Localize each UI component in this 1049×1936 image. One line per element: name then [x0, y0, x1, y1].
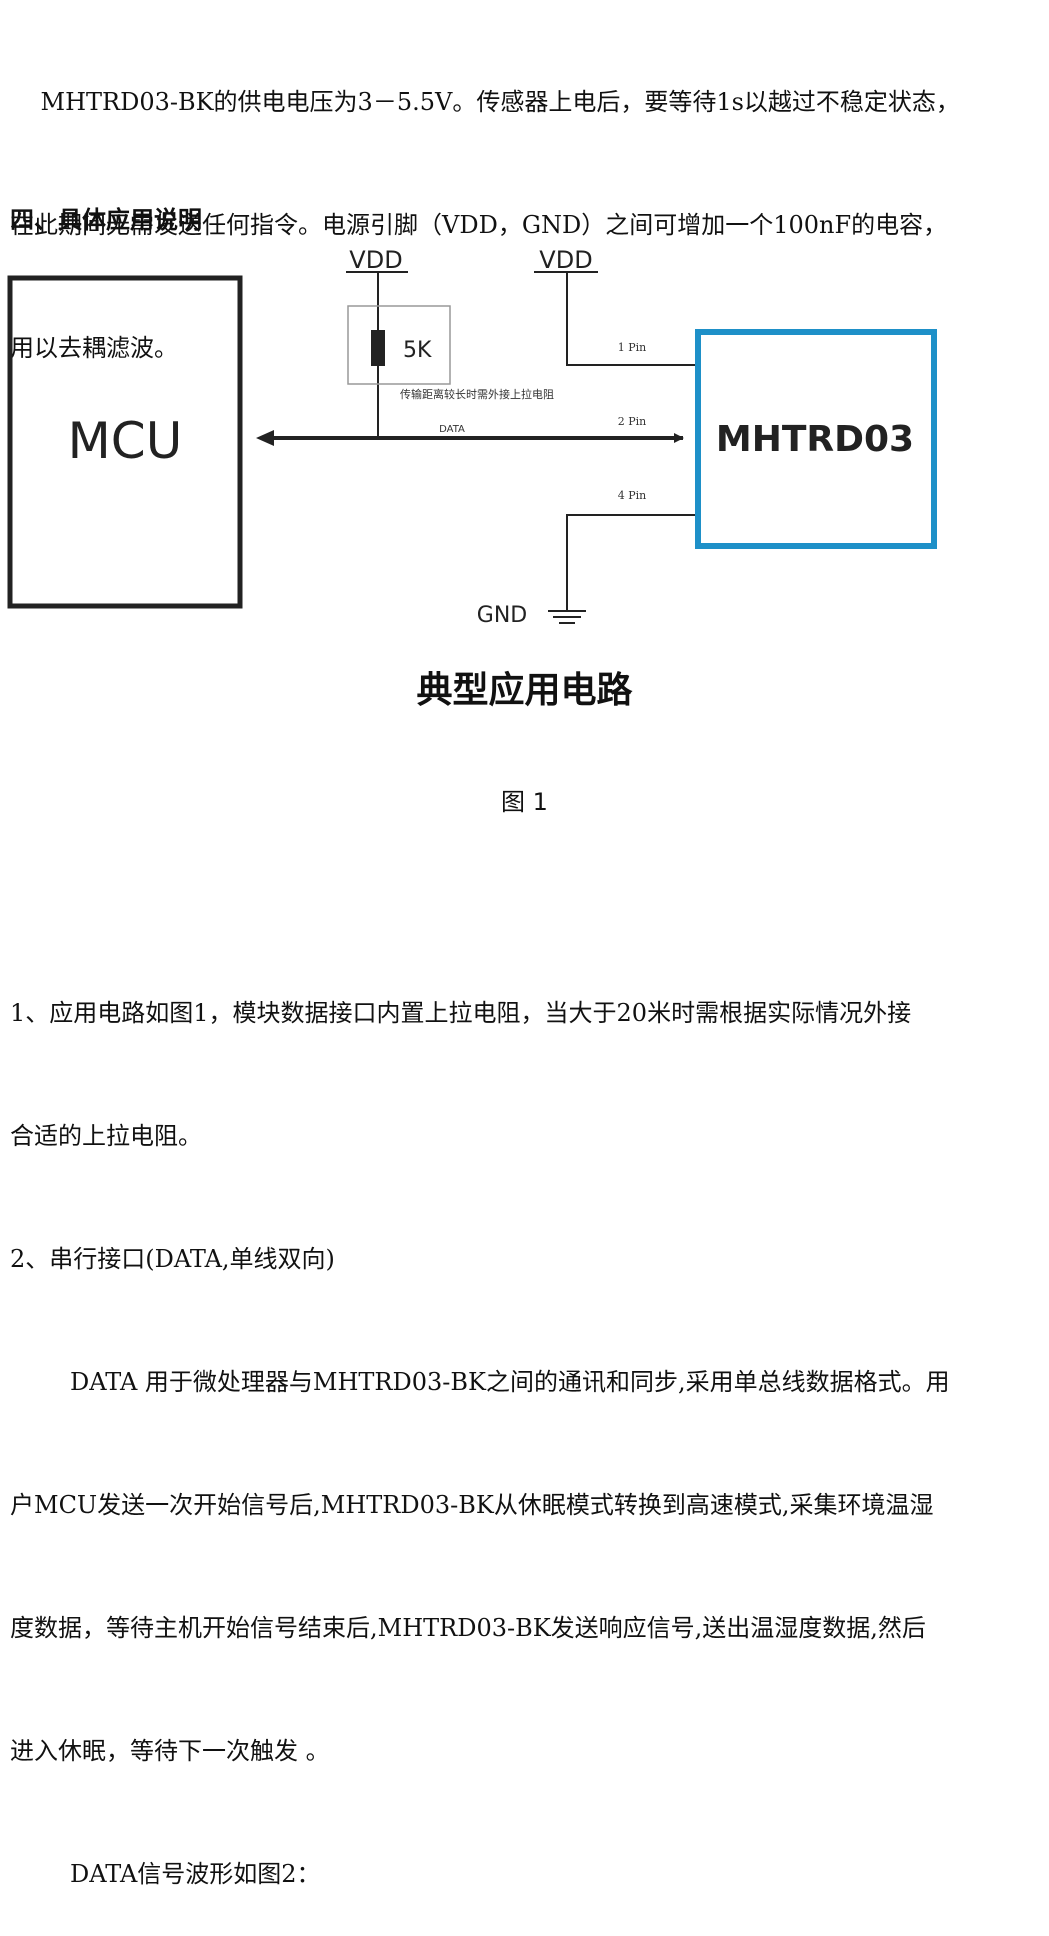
intro-line: 在此期间无需发送任何指令。电源引脚（VDD，GND）之间可增加一个100nF的电… — [10, 211, 948, 239]
data-label: DATA — [439, 424, 465, 435]
pin4-label: 4 Pin — [618, 489, 647, 502]
resistor-label: 5K — [403, 338, 432, 363]
mcu-box — [7, 275, 243, 609]
body-line-text: DATA信号波形如图2： — [70, 1860, 321, 1888]
body-line-text: DATA 用于微处理器与MHTRD03-BK之间的通讯和同步,采用单总线数据格式… — [70, 1368, 950, 1396]
body-line: 度数据，等待主机开始信号结束后,MHTRD03-BK发送响应信号,送出温湿度数据… — [10, 1614, 926, 1642]
body-line: 2、串行接口(DATA,单线双向) — [10, 1245, 335, 1273]
pin4-wire — [566, 514, 698, 610]
body-line: 合适的上拉电阻。 — [10, 1122, 202, 1150]
module-label: MHTRD03 — [716, 419, 914, 460]
data-arrow-left — [256, 430, 274, 446]
body-line-indented: DATA信号波形如图2： — [10, 1854, 1045, 1895]
mcu-label: MCU — [68, 412, 183, 470]
body-line: 1、应用电路如图1，模块数据接口内置上拉电阻，当大于20米时需根据实际情况外接 — [10, 999, 912, 1027]
body-line: 进入休眠，等待下一次触发 。 — [10, 1737, 330, 1765]
intro-paragraph: MHTRD03-BK的供电电压为3－5.5V。传感器上电后，要等待1s以越过不稳… — [10, 0, 1045, 410]
intro-line: MHTRD03-BK的供电电压为3－5.5V。传感器上电后，要等待1s以越过不稳… — [10, 88, 960, 116]
pin2-label: 2 Pin — [618, 415, 647, 428]
intro-line: 用以去耦滤波。 — [10, 334, 178, 362]
figure-title: 典型应用电路 — [416, 670, 633, 711]
module-box — [695, 329, 937, 549]
pullup-note: 传输距离较长时需外接上拉电阻 — [400, 387, 554, 401]
resistor-symbol — [371, 330, 385, 366]
section-heading: 四、具体应用说明 — [10, 206, 202, 234]
pullup-dashed-box — [347, 305, 451, 385]
pin1-wire — [566, 272, 698, 366]
gnd-label: GND — [477, 603, 527, 628]
figure-caption: 图 1 — [501, 788, 548, 816]
body-paragraph: 1、应用电路如图1，模块数据接口内置上拉电阻，当大于20米时需根据实际情况外接 … — [10, 911, 1045, 1936]
circuit-diagram: MCU VDD 5K 传输距离较长时需外接上拉电阻 DATA 2 Pin VDD… — [7, 246, 937, 628]
pin1-label: 1 Pin — [618, 341, 647, 354]
ground-icon — [548, 610, 586, 624]
vdd-left-label: VDD — [349, 246, 402, 274]
vdd-right-label: VDD — [539, 246, 592, 274]
body-line-indented: DATA 用于微处理器与MHTRD03-BK之间的通讯和同步,采用单总线数据格式… — [10, 1362, 1045, 1403]
body-line: 户MCU发送一次开始信号后,MHTRD03-BK从休眠模式转换到高速模式,采集环… — [10, 1491, 934, 1519]
